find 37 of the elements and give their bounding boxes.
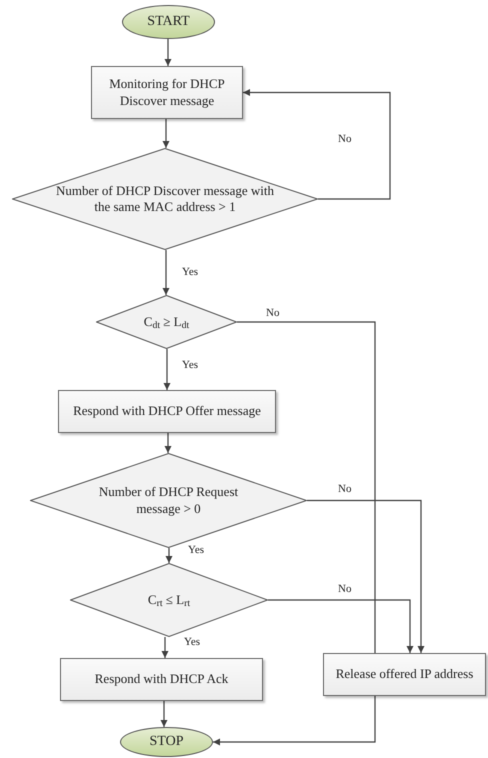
node-text: Release offered IP address xyxy=(336,666,474,683)
arrow xyxy=(162,637,168,658)
arrow xyxy=(164,39,172,66)
node-text: Number of DHCP Discover message with the same MAC address > 1 xyxy=(55,182,275,216)
process-box xyxy=(91,66,243,119)
decision-diamond xyxy=(12,148,318,250)
arrow xyxy=(160,701,168,727)
arrow xyxy=(164,433,172,453)
edge-label: No xyxy=(337,134,352,145)
edge-label: No xyxy=(265,308,280,319)
edge-label: No xyxy=(337,584,352,595)
edge-label: Yes xyxy=(181,360,200,371)
node-text: C$_{rt}$ ≤ L$_{rt}$ xyxy=(148,592,190,608)
node-text: STOP xyxy=(150,733,184,751)
edge-label: Yes xyxy=(183,637,202,648)
node-text: C$_{dt}$ ≥ L$_{dt}$ xyxy=(144,314,190,330)
node-text: Respond with DHCP Offer message xyxy=(73,403,261,420)
node-text: Number of DHCP Request message > 0 xyxy=(98,484,240,517)
arrow xyxy=(268,599,414,653)
arrow xyxy=(243,89,391,200)
arrow xyxy=(162,250,170,295)
node-text: Respond with DHCP Ack xyxy=(94,671,228,688)
edge-label: No xyxy=(337,484,352,495)
arrow xyxy=(164,349,170,390)
arrow xyxy=(213,696,376,746)
arrow xyxy=(166,548,172,563)
arrow xyxy=(162,119,170,148)
node-text: START xyxy=(147,13,190,31)
process-box xyxy=(323,653,486,696)
node-text: Monitoring for DHCP Discover message xyxy=(108,76,226,109)
process-box xyxy=(58,390,276,433)
edge-label: Yes xyxy=(187,545,206,556)
decision-diamond xyxy=(96,295,237,349)
decision-diamond xyxy=(70,563,268,637)
edge-label: Yes xyxy=(181,267,200,278)
process-box xyxy=(60,658,263,701)
arrow xyxy=(307,500,424,653)
